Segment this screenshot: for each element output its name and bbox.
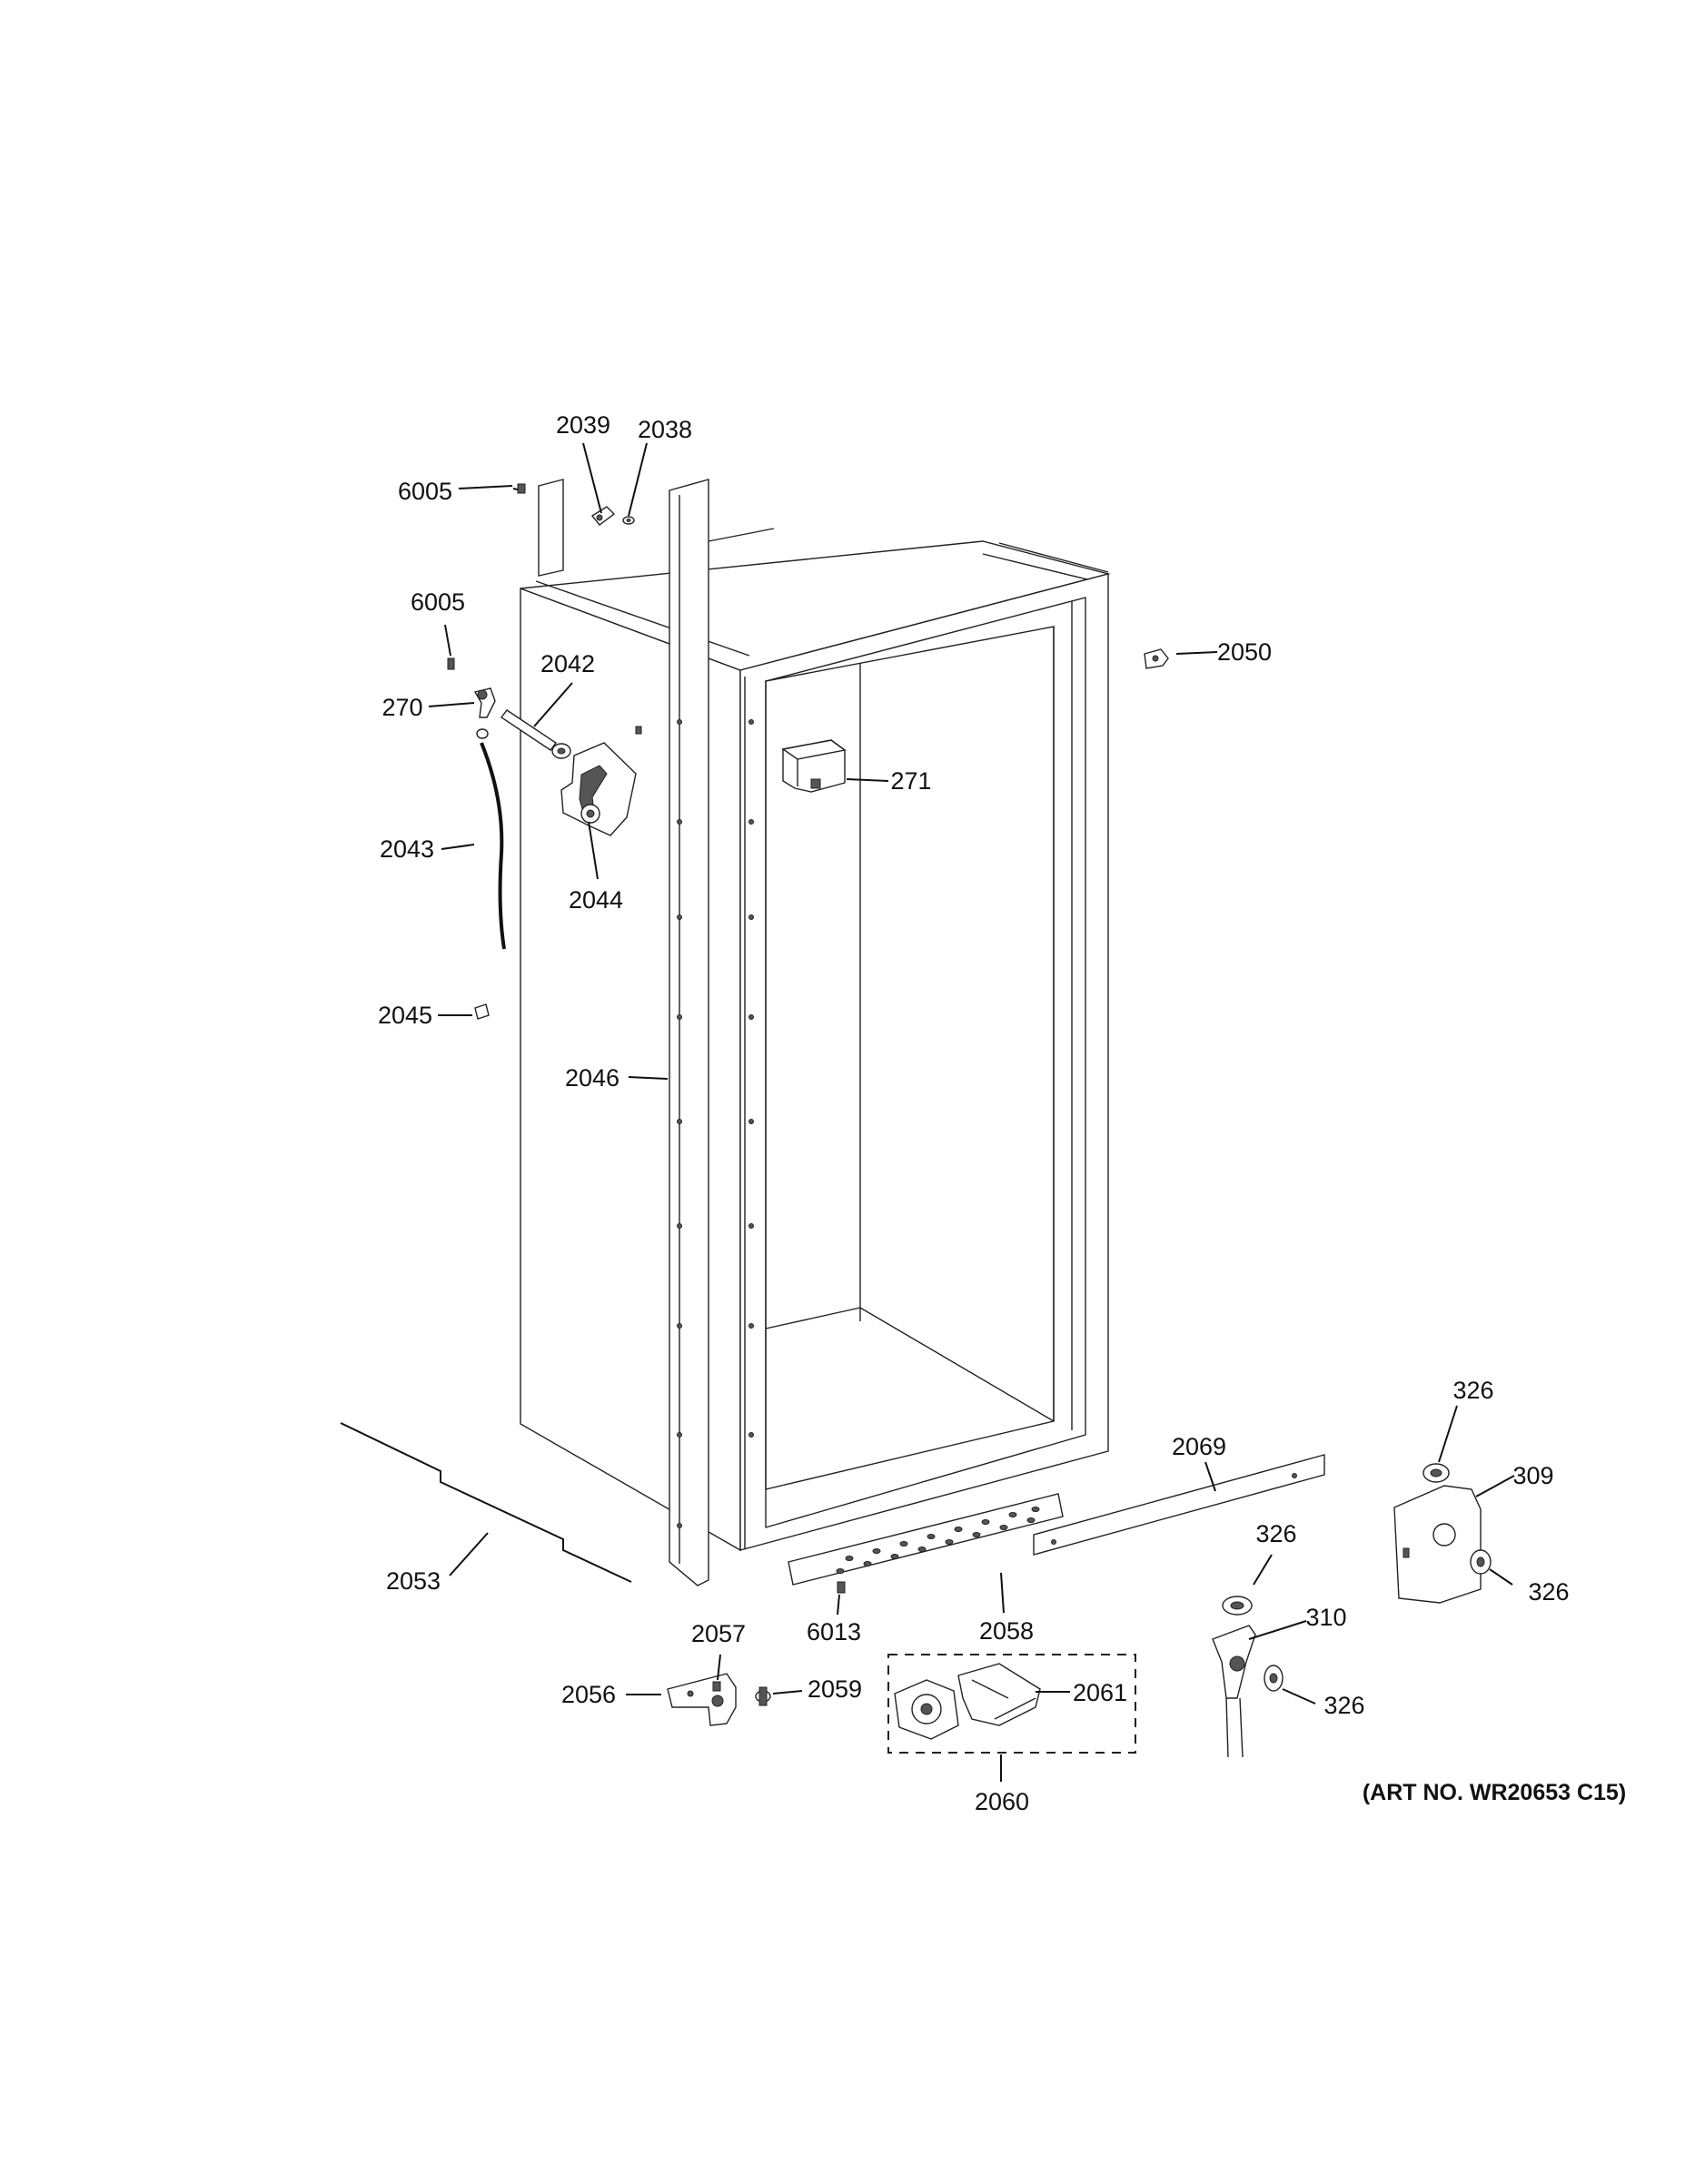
- callout-270: 270: [382, 694, 422, 721]
- screw-6013: [837, 1581, 846, 1594]
- fitting-270: [473, 687, 496, 718]
- callout-6005-top: 6005: [398, 478, 452, 505]
- callout-326-side: 326: [1528, 1578, 1569, 1606]
- callout-326-top: 326: [1452, 1377, 1493, 1404]
- top-mounting-plate: [538, 479, 564, 577]
- tube-2043: [480, 742, 506, 950]
- callout-2043: 2043: [380, 835, 434, 863]
- callout-326-mid: 326: [1255, 1520, 1296, 1547]
- callout-2060: 2060: [975, 1788, 1029, 1815]
- leveler-310: [1212, 1596, 1284, 1758]
- cap-2045: [474, 1003, 490, 1020]
- callout-2050: 2050: [1217, 638, 1272, 666]
- clip-2050: [1144, 648, 1169, 669]
- callout-2046: 2046: [565, 1064, 619, 1092]
- housing-309: [1393, 1463, 1492, 1604]
- cabinet-case: [520, 528, 1111, 1552]
- callout-2056: 2056: [561, 1681, 616, 1708]
- callout-2059: 2059: [808, 1675, 862, 1703]
- washer-2038: [622, 516, 635, 525]
- hinge-bracket-2044: [560, 742, 637, 836]
- callout-2061: 2061: [1073, 1679, 1127, 1706]
- hinge-2056: [667, 1673, 737, 1726]
- callout-6005-side: 6005: [411, 588, 465, 616]
- side-trim-strip: [669, 479, 754, 1586]
- callout-2044: 2044: [569, 886, 623, 914]
- callout-2039: 2039: [556, 411, 610, 439]
- callout-309: 309: [1512, 1462, 1553, 1489]
- callout-2053: 2053: [386, 1567, 441, 1595]
- leader-lines: [428, 442, 1515, 1782]
- callout-labels: 2039 2038 6005 6005 2042 270 2050 271 20…: [378, 411, 1626, 1815]
- nut-below-270: [476, 728, 489, 739]
- pin-2057: [712, 1681, 721, 1692]
- callout-2058: 2058: [979, 1617, 1034, 1645]
- fan-motor-kit: [894, 1663, 1041, 1740]
- trim-strip-2069: [1033, 1454, 1325, 1556]
- screw-6005-side: [447, 657, 455, 670]
- callout-2042: 2042: [540, 650, 595, 677]
- callout-326-low: 326: [1323, 1692, 1364, 1719]
- module-271: [781, 739, 847, 793]
- callout-2038: 2038: [638, 416, 692, 443]
- screw-2059: [755, 1686, 771, 1706]
- screw-6005-top: [512, 483, 526, 494]
- grille-2058: [788, 1493, 1064, 1586]
- callout-310: 310: [1305, 1604, 1346, 1631]
- callout-6013: 6013: [807, 1618, 861, 1645]
- tube-2042: [500, 709, 571, 759]
- base-panel-2053: [340, 1422, 632, 1583]
- cabinet-front-opening: [765, 597, 1086, 1528]
- screw-near-2042: [635, 726, 642, 735]
- bracket-2061: [957, 1663, 1041, 1726]
- kit-2060-box: [887, 1654, 1136, 1754]
- art-number: (ART NO. WR20653 C15): [1363, 1780, 1626, 1805]
- strip-screw-holes: [677, 719, 754, 1528]
- callout-2045: 2045: [378, 1002, 432, 1029]
- clip-2039: [590, 506, 616, 526]
- callout-271: 271: [890, 767, 931, 795]
- callout-2057: 2057: [691, 1620, 746, 1647]
- callout-2069: 2069: [1172, 1433, 1226, 1460]
